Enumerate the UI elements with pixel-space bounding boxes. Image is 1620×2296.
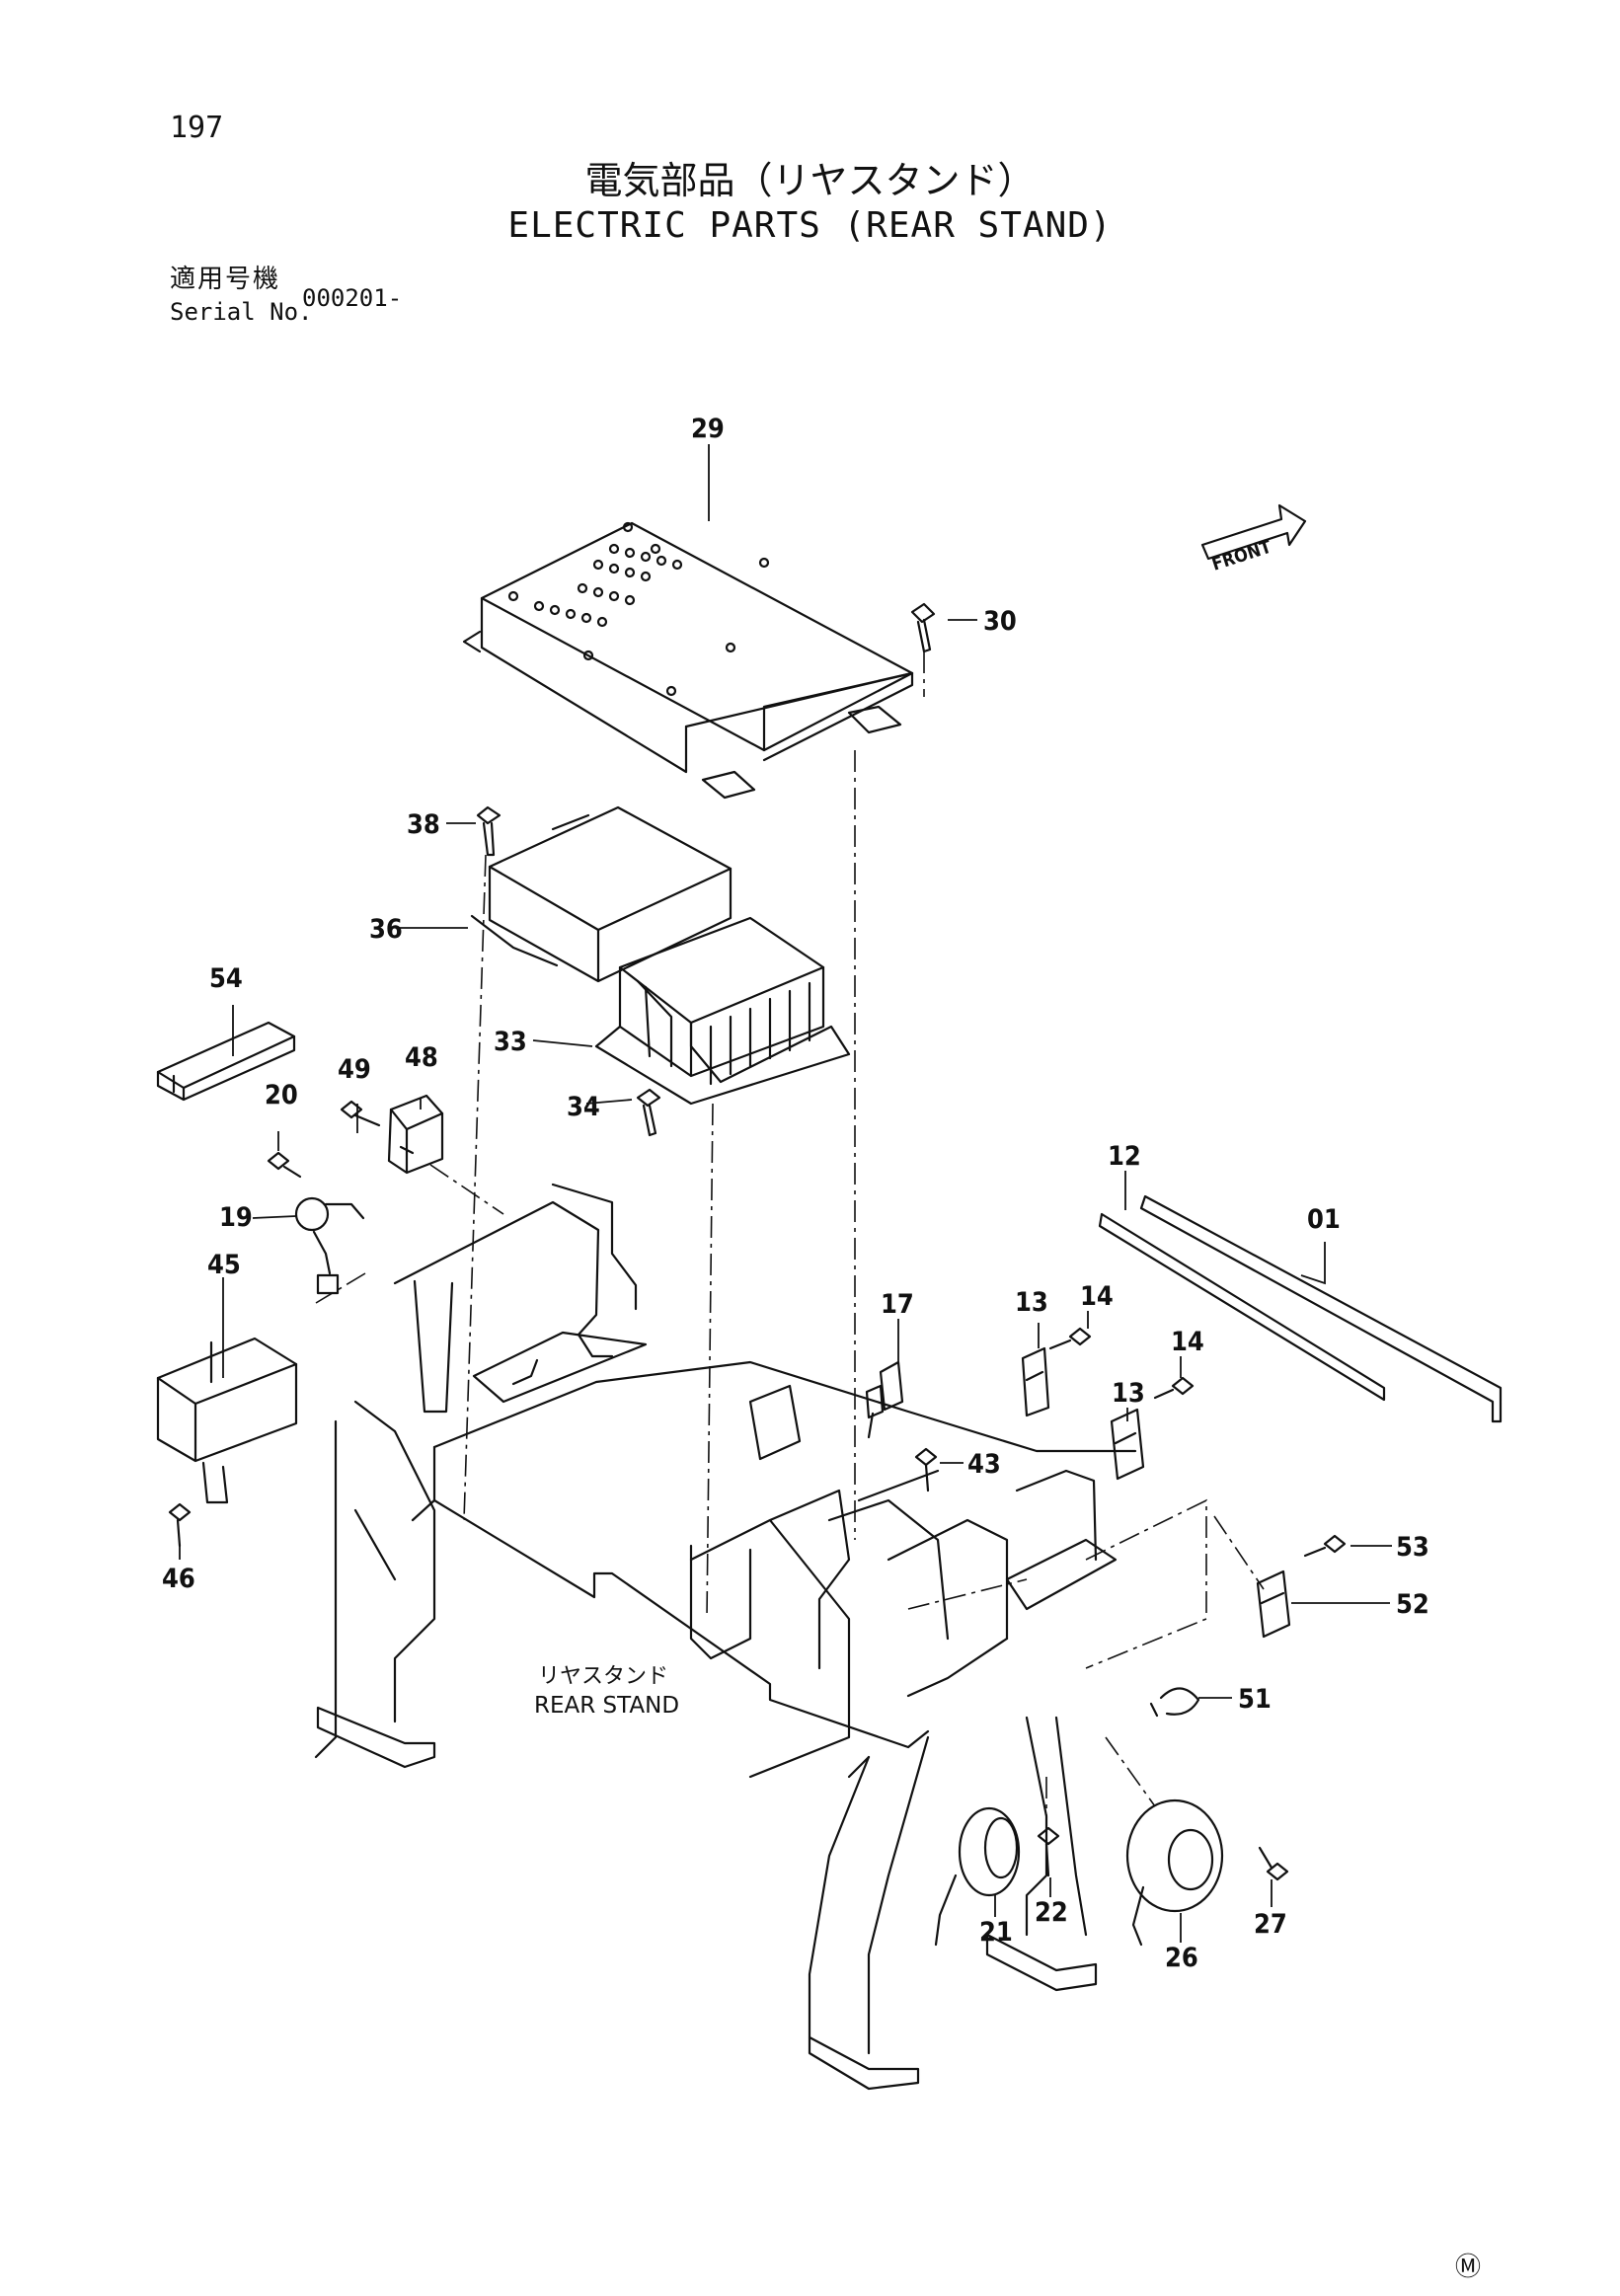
callout-29: 29 [691,414,725,444]
callout-54: 54 [209,963,243,994]
part-17-switch [865,1360,904,1439]
callout-49: 49 [338,1054,371,1085]
rear-stand-frame [314,1183,1137,2091]
callout-45: 45 [207,1250,241,1280]
part-45-box [156,1337,298,1504]
rear-stand-label-english: REAR STAND [534,1693,680,1719]
callout-26: 26 [1165,1943,1198,1973]
title-japanese: 電気部品（リヤスタンド） [584,159,1036,202]
part-14-bolt-a [1048,1327,1092,1350]
corner-mark: Ⓜ [1455,2253,1482,2282]
part-54-connector-cover [156,1021,296,1102]
callout-01: 01 [1307,1204,1341,1235]
title-english: ELECTRIC PARTS (REAR STAND) [507,205,1113,246]
part-49-bolt [340,1100,381,1127]
callout-22: 22 [1035,1897,1068,1928]
part-26-horn [1125,1799,1224,1947]
part-51-clamp [1149,1687,1200,1718]
rear-stand-label-japanese: リヤスタンド [538,1664,669,1689]
callout-52: 52 [1396,1589,1429,1620]
part-30-bolt [910,602,936,653]
callout-13-b: 13 [1112,1378,1145,1409]
callout-14-b: 14 [1171,1327,1204,1357]
part-13-relay-a [1021,1346,1050,1417]
part-38-bolt [476,805,501,857]
part-53-bolt [1303,1534,1347,1558]
part-13-relay-b [1110,1408,1145,1481]
callout-27: 27 [1254,1909,1287,1940]
callout-19: 19 [219,1202,253,1233]
serial-label-english: Serial No. [170,298,313,326]
part-19-sensor [294,1196,365,1295]
callout-33: 33 [494,1027,527,1057]
callout-51: 51 [1238,1684,1272,1715]
callout-12: 12 [1108,1141,1141,1172]
part-48-relay [387,1094,444,1175]
leader-lines [179,444,1392,1943]
serial-number-value: 000201- [302,284,403,312]
callout-36: 36 [369,914,403,945]
part-14-bolt-b [1153,1376,1195,1400]
part-46-bolt [168,1502,192,1548]
callout-labels: 29 30 38 36 54 33 49 48 34 20 19 12 01 4… [162,414,1429,1973]
part-27-bolt [1258,1846,1289,1881]
assembly-guide-lines [315,651,1265,1836]
callout-53: 53 [1396,1532,1429,1563]
callout-30: 30 [983,606,1017,637]
callout-46: 46 [162,1564,195,1594]
front-label: FRONT [1209,537,1273,575]
callout-21: 21 [979,1917,1013,1948]
callout-14-a: 14 [1080,1281,1114,1312]
callout-34: 34 [567,1092,600,1122]
part-34-bolt [636,1088,661,1137]
callout-20: 20 [265,1080,298,1110]
part-52-relay [1256,1569,1291,1639]
part-33-relay-unit [594,916,851,1106]
part-20-bolt [267,1151,302,1179]
front-arrow-icon [1200,503,1307,561]
callout-43: 43 [967,1449,1001,1480]
callout-38: 38 [407,809,440,840]
part-22-bolt [1037,1826,1060,1877]
parts-12-01-plates [1098,1194,1503,1423]
part-21-horn [934,1806,1021,1947]
serial-label-japanese: 適用号機 [170,265,281,294]
page-number: 197 [170,111,224,145]
part-43-bolt [914,1447,938,1492]
part-29-control-unit [462,521,914,800]
callout-17: 17 [881,1289,914,1320]
part-36-controller [470,805,733,983]
callout-13-a: 13 [1015,1287,1048,1318]
callout-48: 48 [405,1042,438,1073]
